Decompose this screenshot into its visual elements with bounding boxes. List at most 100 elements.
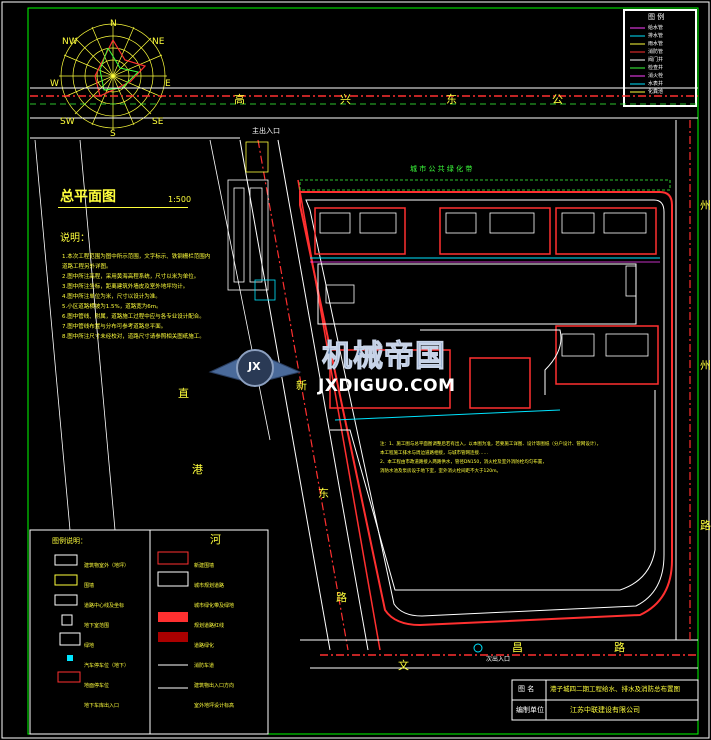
road-east-2: 州 <box>700 359 711 372</box>
note-line: 6.图中管线、附属，道路施工过程中应与各专业设计配合。 <box>62 314 205 320</box>
legend-bl-item: 新建围墙 <box>194 563 215 569</box>
watermark-badge: JX <box>248 360 261 373</box>
legend-tr-title: 图 例 <box>648 13 665 21</box>
watermark-logo <box>208 349 302 387</box>
legend-bl-item: 道路中心线及坐标 <box>84 603 125 609</box>
center-note-line: 消防水池及泵房设于地下室，室外消火栓间距不大于120m。 <box>380 469 501 474</box>
legend-box-bottom-left <box>29 529 269 735</box>
south-road <box>300 639 698 669</box>
legend-tr-item: 化粪池 <box>648 89 664 95</box>
note-line: 5.小区道路横坡为1.5%，道路宽为6m。 <box>62 304 162 310</box>
notes-heading: 说明： <box>60 233 90 244</box>
compass-n: N <box>110 19 117 29</box>
center-note-line: 2、本工程由市政道路接入两路供水，管径DN150，消火栓及室外消防栓均匀布置， <box>380 460 547 465</box>
road-north-2: 兴 <box>340 93 351 106</box>
legend-bl-item: 道路绿化 <box>194 643 215 649</box>
title-block <box>511 679 699 721</box>
legend-bl-right: 新建围墙 城市规划道路 城市绿化带及绿地 规划道路红线 道路绿化 消防车道 建筑… <box>194 556 234 716</box>
legend-bl-item: 地下室范围 <box>84 623 110 629</box>
legend-bl-item: 建筑物出入口方向 <box>194 683 235 689</box>
compass-sw: SW <box>60 117 75 127</box>
road-north-3: 东 <box>446 93 457 106</box>
plan-title-underline <box>58 207 188 208</box>
road-south-2: 昌 <box>512 641 523 654</box>
legend-bl-left: 建筑物室外（地坪） 围墙 道路中心线及坐标 地下室范围 绿地 汽车停车位（地下）… <box>84 556 129 716</box>
compass-se: SE <box>152 117 164 127</box>
legend-bl-item: 室外地坪设计标高 <box>194 703 235 709</box>
drawing-inner-frame <box>27 7 699 735</box>
road-east-1: 州 <box>700 199 711 212</box>
titleblock-name-value: 港子城四二期工程给水、排水及消防总布置图 <box>550 685 680 693</box>
titleblock-unit-label: 编制单位 <box>516 706 544 714</box>
note-line: 1.本次工程范围为图中所示范围，文字标示、铁钢栅栏范围内 <box>62 254 211 260</box>
legend-tr-item: 消防管 <box>648 49 664 55</box>
road-south-3: 路 <box>614 641 625 654</box>
underground-garage <box>317 263 637 325</box>
center-note-line: 注：1、施工图与总平面图调整后若有出入，以本图为准，若要施工详图、设计等图纸（分… <box>380 442 602 447</box>
building-row-top <box>310 207 660 263</box>
legend-tr-item: 阀门井 <box>648 57 664 63</box>
compass-rose-icon <box>59 22 167 130</box>
green-belt-label: 城 市 公 共 绿 化 带 <box>410 165 473 173</box>
legend-bl-item: 汽车停车位（地下） <box>84 663 130 669</box>
note-line: 4.图中所注单位为米，尺寸以设计为准。 <box>62 294 161 300</box>
road-south-1: 文 <box>398 659 409 672</box>
legend-bl-title: 图例说明： <box>52 537 87 545</box>
compass-nw: NW <box>62 37 78 47</box>
site-boundary <box>299 191 673 627</box>
note-line: 7.图中管线布置与分布可参考道路总平面。 <box>62 324 167 330</box>
building-row-middle <box>329 325 659 421</box>
legend-bl-item: 地下车库出入口 <box>84 703 120 709</box>
note-line: 8.图中所注尺寸未经校对，道路尺寸请参照相关图纸施工。 <box>62 334 205 340</box>
note-line: 3.图中所注坐标，距离建筑外墙皮及室外地坪均计。 <box>62 284 189 290</box>
plan-scale: 1:500 <box>168 195 192 204</box>
design-notes: 1.本次工程范围为图中所示范围，文字标示、铁钢栅栏范围内 道路工程另外详图。 2… <box>62 252 232 342</box>
road-west-3: 路 <box>336 591 347 604</box>
legend-tr-item: 雨水管 <box>648 41 664 47</box>
legend-bl-item: 建筑物室外（地坪） <box>84 563 130 569</box>
compass-e: E <box>165 79 171 89</box>
entry-label: 主出入口 <box>252 127 280 135</box>
legend-bl-item: 城市绿化带及绿地 <box>194 603 235 609</box>
road-north-4: 公 <box>552 93 563 106</box>
note-line: 道路工程另外详图。 <box>62 264 112 270</box>
compass-s: S <box>110 129 116 139</box>
legend-bl-item: 规划道路红线 <box>194 623 225 629</box>
center-note-line: 本工程施工排水与周边道路相接，与城市管网连接…… <box>380 451 488 456</box>
legend-tr-item: 给水管 <box>648 25 664 31</box>
road-north-1: 高 <box>234 93 245 106</box>
plan-title: 总平面图 <box>60 189 116 205</box>
legend-bl-item: 围墙 <box>84 583 95 589</box>
watermark-cn: 机械帝国 <box>322 339 446 374</box>
road-east-3: 路 <box>700 519 711 532</box>
watermark-en: JXDIGUO.COM <box>318 376 456 396</box>
compass-w: W <box>50 79 59 89</box>
legend-tr-item: 排水管 <box>648 33 664 39</box>
road-west-1: 新 <box>296 379 307 392</box>
center-notes: 注：1、施工图与总平面图调整后若有出入，以本图为准，若要施工详图、设计等图纸（分… <box>380 440 630 476</box>
legend-tr-item: 消火栓 <box>648 73 664 79</box>
road-west-2: 东 <box>318 487 329 500</box>
legend-bl-item: 消防车道 <box>194 663 215 669</box>
south-gate-marker <box>473 643 483 653</box>
green-belt <box>299 179 671 191</box>
entry-structures <box>227 141 276 301</box>
legend-bl-item: 城市规划道路 <box>194 583 225 589</box>
canal-label-1: 直 <box>178 387 189 400</box>
east-road <box>675 120 691 640</box>
canal-label-2: 港 <box>192 463 203 476</box>
compass-ne: NE <box>152 37 165 47</box>
legend-tr-item: 检查井 <box>648 65 664 71</box>
legend-bl-item: 绿地 <box>84 643 95 649</box>
legend-box-top-right <box>623 9 697 107</box>
north-road <box>30 87 698 139</box>
south-gate-label: 次出入口 <box>486 656 511 663</box>
legend-tr-items: 给水管 排水管 雨水管 消防管 阀门井 检查井 消火栓 水表井 化粪池 <box>648 24 663 96</box>
titleblock-unit-value: 江苏中联建设有限公司 <box>570 706 640 714</box>
legend-bl-item: 地面停车位 <box>84 683 110 689</box>
legend-tr-item: 水表井 <box>648 81 664 87</box>
canal-label-3: 河 <box>210 533 221 546</box>
note-line: 2.图中所注高程，采用黄海高程系统，尺寸以米为单位。 <box>62 274 200 280</box>
